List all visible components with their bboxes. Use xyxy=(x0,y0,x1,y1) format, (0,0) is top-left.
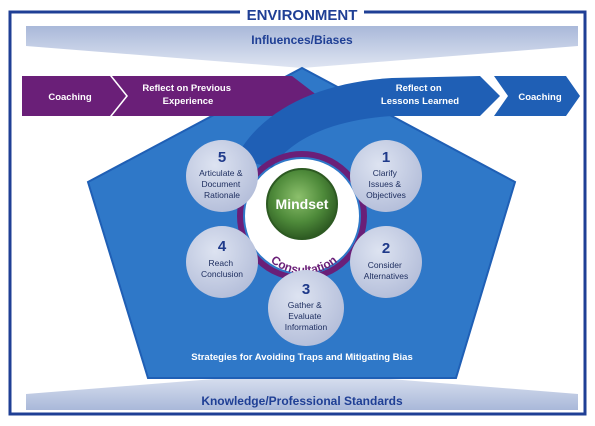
svg-text:4: 4 xyxy=(218,238,227,255)
mindset-label: Mindset xyxy=(276,196,329,212)
lessons-arc-arrow xyxy=(236,76,500,168)
top-band xyxy=(26,26,578,68)
svg-text:3: 3 xyxy=(302,281,310,298)
svg-text:Reach Conclusion: Reach Conclusion xyxy=(201,258,243,279)
bottom-band xyxy=(26,372,578,410)
environment-title: ENVIRONMENT xyxy=(247,7,358,24)
svg-text:Clarify Issues & O: Clarify Issues & Objectives xyxy=(366,168,406,200)
environment-title-bg xyxy=(240,4,364,23)
svg-text:Consider Alternatives: Consider Alternatives xyxy=(364,260,408,281)
mindset-circle xyxy=(266,168,338,240)
coaching-left-arrow xyxy=(22,76,126,116)
coaching-right-arrow xyxy=(494,76,580,116)
step-3: 3 Gather & Evaluate Information xyxy=(268,270,344,346)
svg-text:2: 2 xyxy=(382,240,390,257)
svg-text:5: 5 xyxy=(218,149,226,166)
svg-text:Articulate & Document: Articulate & Document Rationale xyxy=(199,168,245,200)
reflect-lessons-label: Reflect on Lessons Learned xyxy=(381,83,459,107)
reflect-previous-label: Reflect on Previous Experience xyxy=(142,83,233,107)
svg-text:Gather & Evaluate: Gather & Evaluate Information xyxy=(285,300,328,332)
step-1: 1 Clarify Issues & Objectives xyxy=(350,140,422,212)
coaching-right-label: Coaching xyxy=(518,92,561,103)
step-4: 4 Reach Conclusion xyxy=(186,226,258,298)
bottom-band-label: Knowledge/Professional Standards xyxy=(201,394,403,408)
strategies-label: Strategies for Avoiding Traps and Mitiga… xyxy=(191,352,413,363)
step-5: 5 Articulate & Document Rationale xyxy=(186,140,258,212)
reflect-previous-arrow xyxy=(112,76,318,116)
top-band-label: Influences/Biases xyxy=(251,33,353,47)
step-2: 2 Consider Alternatives xyxy=(350,226,422,298)
coaching-left-label: Coaching xyxy=(48,92,91,103)
svg-text:1: 1 xyxy=(382,149,390,166)
